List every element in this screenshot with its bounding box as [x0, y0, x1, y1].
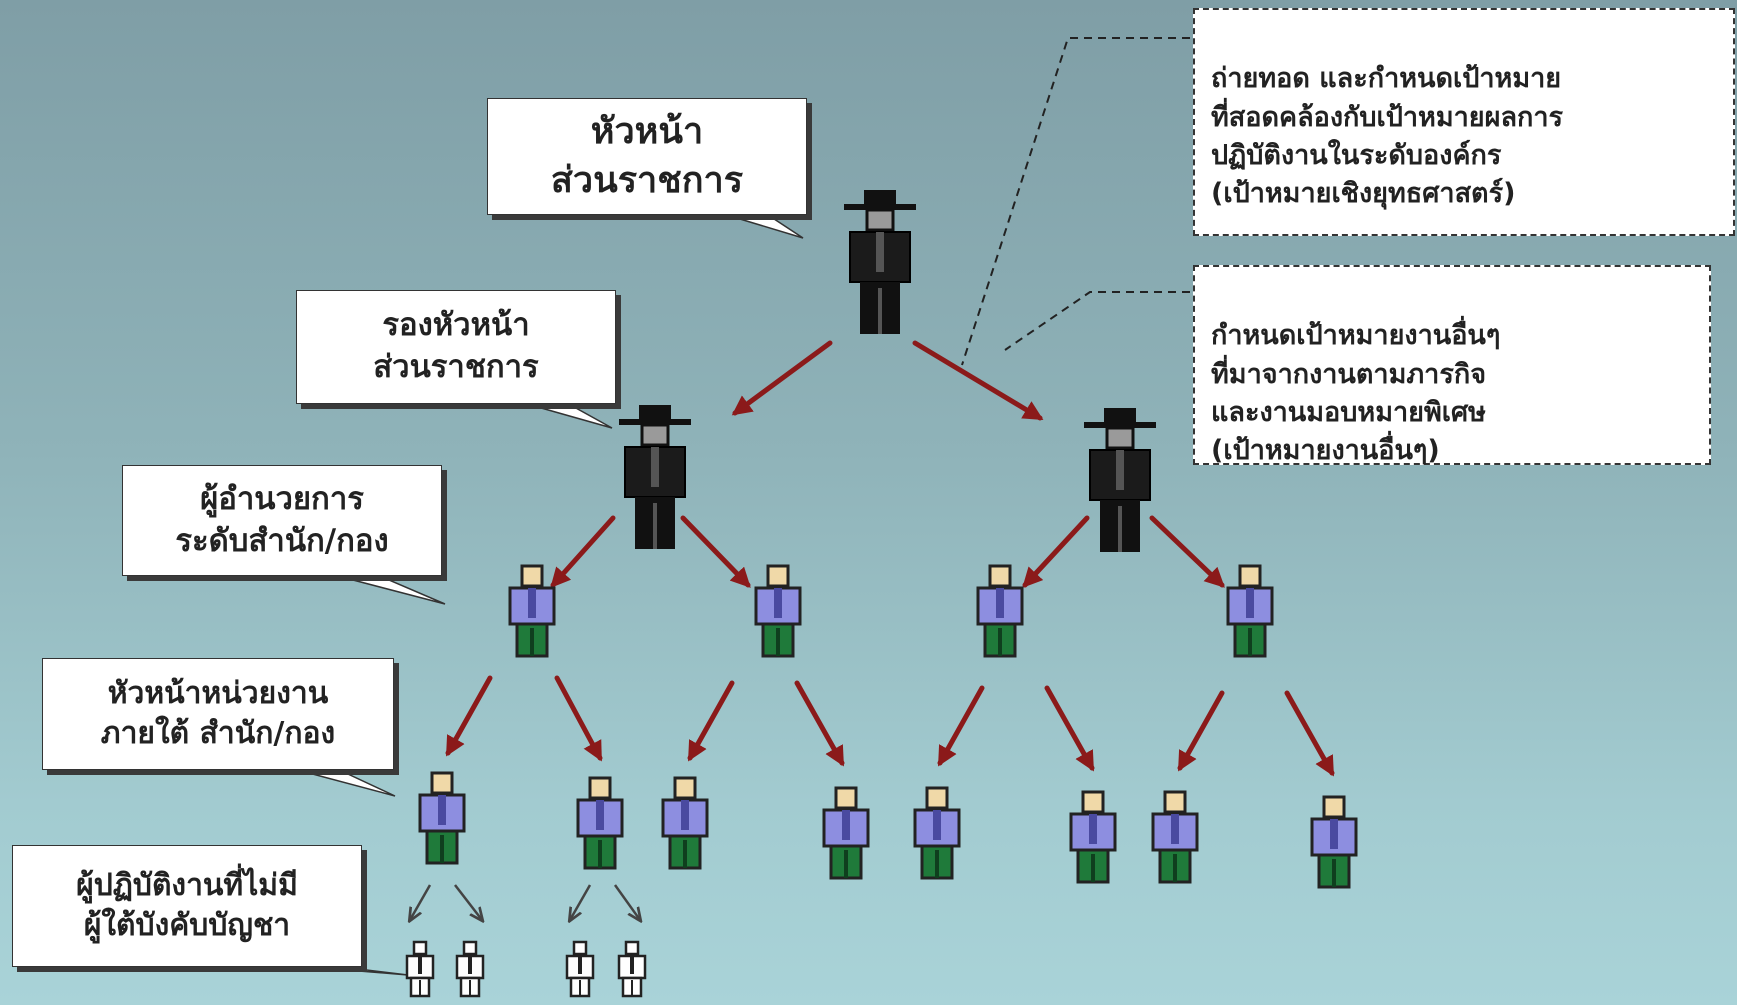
unit-head-1-figure-icon	[418, 771, 466, 865]
arrow-unit-2-to-staff-4	[613, 884, 640, 920]
director-3-figure-icon	[976, 564, 1024, 658]
arrow-director-3-to-unit-6	[1044, 685, 1095, 772]
note-strategic-goals-text: ถ่ายทอด และกำหนดเป้าหมาย ที่สอดคล้องกับเ…	[1211, 63, 1564, 210]
director-1-figure-icon	[508, 564, 556, 658]
callout-staff: ผู้ปฏิบัติงานที่ไม่มี ผู้ใต้บังคับบัญชา	[12, 845, 362, 967]
callout-head-text: หัวหน้า ส่วนราชการ	[550, 110, 744, 201]
arrow-deputy-left-to-director-1	[550, 515, 616, 588]
arrow-head-to-deputy-left	[731, 340, 833, 416]
arrow-unit-1-to-staff-1	[410, 884, 432, 920]
unit-head-3-figure-icon	[661, 776, 709, 870]
director-4-figure-icon	[1226, 564, 1274, 658]
callout-deputy-text: รองหัวหน้า ส่วนราชการ	[373, 307, 539, 385]
unit-head-2-figure-icon	[576, 776, 624, 870]
other-note-leader	[1004, 291, 1190, 351]
hierarchy-arrows	[445, 340, 1335, 777]
arrow-deputy-right-to-director-3	[1022, 515, 1090, 588]
arrow-head-to-deputy-right	[912, 340, 1044, 421]
arrow-director-4-to-unit-7	[1177, 690, 1225, 772]
arrow-director-4-to-unit-8	[1284, 690, 1335, 777]
note-other-goals: กำหนดเป้าหมายงานอื่นๆ ที่มาจากงานตามภารก…	[1193, 265, 1711, 467]
arrow-deputy-left-to-director-2	[680, 515, 751, 588]
staff-3-figure-icon	[565, 940, 595, 998]
arrow-director-2-to-unit-3	[687, 680, 735, 762]
callout-director-text: ผู้อำนวยการ ระดับสำนัก/กอง	[175, 480, 389, 559]
staff-4-figure-icon	[617, 940, 647, 998]
arrow-unit-2-to-staff-3	[570, 884, 592, 920]
deputy-right-figure-icon	[1082, 406, 1158, 554]
arrow-director-2-to-unit-4	[794, 680, 845, 767]
note-other-goals-text: กำหนดเป้าหมายงานอื่นๆ ที่มาจากงานตามภารก…	[1211, 320, 1501, 467]
arrow-director-3-to-unit-5	[937, 685, 985, 767]
strategic-note-leader	[961, 37, 1190, 366]
unit-head-4-figure-icon	[822, 786, 870, 880]
callout-director: ผู้อำนวยการ ระดับสำนัก/กอง	[122, 465, 442, 576]
unit-head-5-figure-icon	[913, 786, 961, 880]
arrow-director-1-to-unit-1	[445, 675, 493, 757]
callout-deputy: รองหัวหน้า ส่วนราชการ	[296, 290, 616, 404]
unit-head-7-figure-icon	[1151, 790, 1199, 884]
arrow-deputy-right-to-director-4	[1149, 515, 1225, 588]
deputy-left-figure-icon	[617, 403, 693, 551]
arrow-director-1-to-unit-2	[554, 675, 603, 762]
staff-arrows	[410, 884, 640, 920]
callout-staff-text: ผู้ปฏิบัติงานที่ไม่มี ผู้ใต้บังคับบัญชา	[76, 867, 298, 944]
executive-figure-icon	[842, 188, 918, 336]
staff-1-figure-icon	[405, 940, 435, 998]
director-2-figure-icon	[754, 564, 802, 658]
callout-unit-head: หัวหน้าหน่วยงาน ภายใต้ สำนัก/กอง	[42, 658, 394, 770]
unit-head-8-figure-icon	[1310, 795, 1358, 889]
callout-tails	[284, 212, 804, 976]
staff-2-figure-icon	[455, 940, 485, 998]
unit-head-6-figure-icon	[1069, 790, 1117, 884]
arrow-unit-1-to-staff-2	[454, 884, 482, 920]
note-strategic-goals: ถ่ายทอด และกำหนดเป้าหมาย ที่สอดคล้องกับเ…	[1193, 8, 1735, 236]
callout-unit-head-text: หัวหน้าหน่วยงาน ภายใต้ สำนัก/กอง	[100, 675, 336, 752]
callout-head: หัวหน้า ส่วนราชการ	[487, 98, 807, 215]
note-leaders	[961, 37, 1190, 366]
